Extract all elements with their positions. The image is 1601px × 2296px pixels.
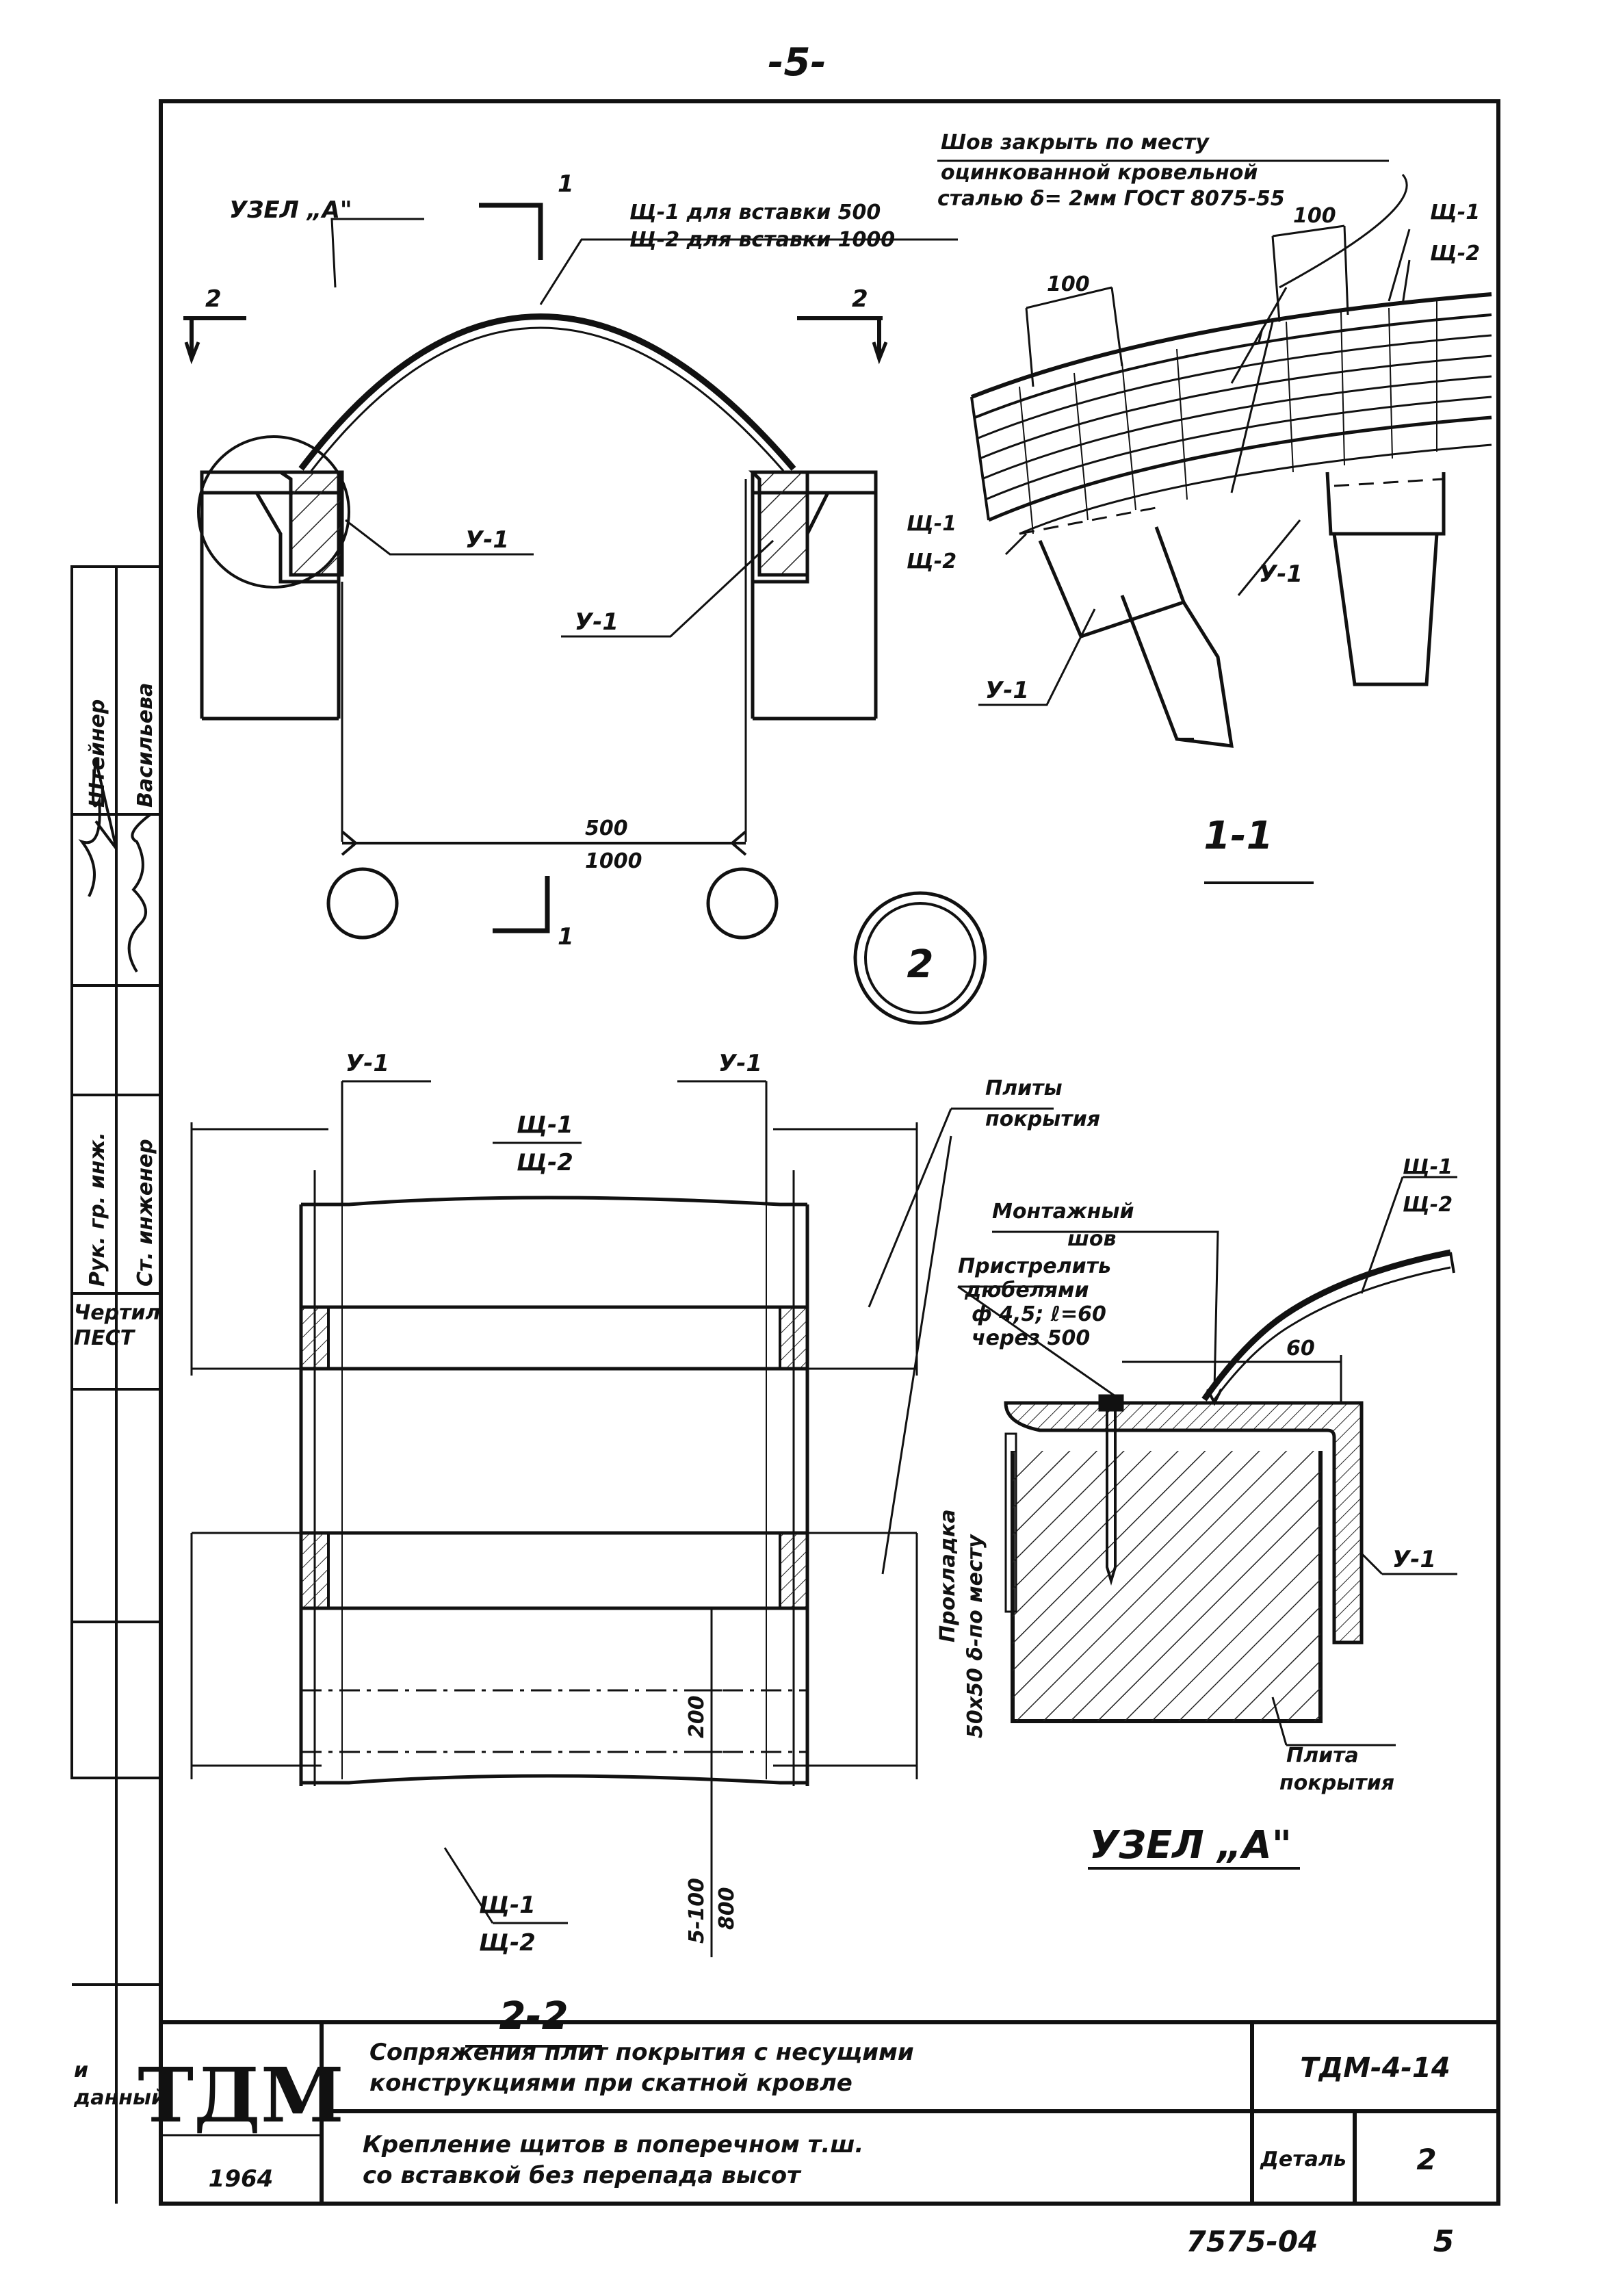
dim-100-left: 100 — [1047, 272, 1090, 296]
node-a-pointer-label: УЗЕЛ „A" — [229, 196, 352, 224]
shch1-label-1-1: Щ-1 — [1430, 201, 1480, 224]
shch2-label-1-1: Щ-2 — [1430, 242, 1480, 266]
subtitle-line-2: со вставкой без перепада высот — [363, 2162, 802, 2189]
shield-note-1: Щ-1 для вставки 500 — [629, 201, 881, 224]
detail-value: 2 — [1416, 2143, 1436, 2176]
gasket-note-2: 50х50 δ-по месту — [963, 1534, 987, 1738]
u1-label-cross-2: У-1 — [575, 608, 619, 636]
u1-label-1-1-left: У-1 — [985, 677, 1029, 704]
section-2-2-view — [190, 1080, 918, 2048]
dim-500: 500 — [585, 816, 628, 840]
stamp-bottom-1: и — [74, 2059, 88, 2082]
shch1-label-node: Щ-1 — [1403, 1155, 1453, 1179]
view-title-2-2: 2-2 — [499, 1994, 568, 2039]
slabs-cover-1: Плиты — [985, 1076, 1063, 1100]
detail-circle — [853, 891, 987, 1025]
gasket-note-1: Прокладка — [936, 1509, 960, 1642]
view-title-node-a: УЗЕЛ „A" — [1089, 1823, 1292, 1868]
u1-label-1-1-right: У-1 — [1259, 560, 1303, 588]
shch1-label-1-1-left: Щ-1 — [907, 512, 956, 536]
shch1-label-plan-bottom: Щ-1 — [479, 1892, 536, 1919]
section-mark-2-right: 2 — [852, 285, 868, 313]
title-org: ТДМ — [138, 2051, 343, 2139]
shch2-label-1-1-left: Щ-2 — [907, 550, 956, 573]
shch1-label-plan-top: Щ-1 — [517, 1111, 573, 1139]
mounting-seam-1: Монтажный — [992, 1200, 1134, 1224]
shch2-label-plan-top: Щ-2 — [517, 1149, 573, 1176]
title-block — [159, 2020, 1500, 2206]
drawing-frame — [159, 99, 1500, 2206]
slabs-cover-2: покрытия — [985, 1107, 1100, 1131]
u1-label-plan-right: У-1 — [718, 1050, 762, 1077]
u1-label-cross-1: У-1 — [465, 526, 509, 554]
shch2-label-node: Щ-2 — [1403, 1193, 1453, 1217]
stamp-name-1: Штейнер — [86, 699, 109, 808]
dim-60: 60 — [1286, 1337, 1315, 1360]
stamp-bottom-2: данный — [73, 2086, 166, 2110]
dowel-note-2: дюбелями — [964, 1278, 1089, 1302]
dim-100-right: 100 — [1293, 204, 1336, 228]
view-title-1-1: 1-1 — [1203, 814, 1273, 858]
seam-note-1: Шов закрыть по месту — [941, 131, 1210, 155]
u1-label-plan-left: У-1 — [346, 1050, 389, 1077]
dim-5-100: 5-100 — [685, 1878, 709, 1944]
u1-label-node: У-1 — [1392, 1546, 1436, 1573]
stamp-role-1: Рук. гр. инж. — [86, 1132, 109, 1287]
stamp-stage-2: ПЕСТ — [74, 1326, 136, 1350]
sheet-number: 5 — [1433, 2224, 1455, 2259]
title-line-1: Сопряжения плит покрытия с несущими — [369, 2039, 914, 2066]
detail-label: Деталь — [1260, 2147, 1346, 2171]
cross-section-view — [183, 203, 958, 940]
slab-note-1: Плита — [1286, 1744, 1359, 1768]
stamp-role-2: Ст. инженер — [133, 1139, 157, 1287]
node-a-view — [868, 1107, 1457, 1870]
stamp-signatures — [78, 759, 152, 973]
dowel-note-4: через 500 — [972, 1326, 1090, 1350]
slab-note-2: покрытия — [1279, 1771, 1394, 1795]
dim-1000: 1000 — [585, 849, 642, 873]
detail-circle-number: 2 — [907, 942, 934, 987]
title-year: 1964 — [209, 2165, 274, 2193]
shch2-label-plan-bottom: Щ-2 — [479, 1929, 536, 1957]
subtitle-line-1: Крепление щитов в поперечном т.ш. — [363, 2131, 863, 2158]
stamp-stage-1: Чертил — [74, 1301, 160, 1325]
dim-200: 200 — [685, 1695, 709, 1738]
side-stamp — [70, 565, 162, 2204]
dim-800: 800 — [715, 1887, 739, 1930]
mounting-seam-2: шов — [1067, 1227, 1116, 1251]
seam-note-3: сталью δ= 2мм ГОСТ 8075-55 — [937, 187, 1285, 211]
section-mark-1-bottom: 1 — [558, 923, 574, 951]
section-1-1-view — [937, 159, 1492, 884]
section-mark-2-left: 2 — [205, 285, 222, 313]
title-line-2: конструкциями при скатной кровле — [369, 2069, 852, 2097]
title-code: ТДМ-4-14 — [1300, 2052, 1450, 2084]
section-mark-1-top: 1 — [558, 170, 574, 198]
dowel-note-3: ф 4,5; ℓ=60 — [972, 1302, 1106, 1326]
dowel-note-1: Пристрелить — [958, 1254, 1111, 1278]
stamp-name-2: Васильева — [133, 683, 157, 808]
shield-note-2: Щ-2 для вставки 1000 — [629, 228, 895, 252]
page-number: -5- — [768, 40, 826, 85]
sheet-code: 7575-04 — [1186, 2225, 1318, 2258]
seam-note-2: оцинкованной кровельной — [941, 161, 1258, 185]
